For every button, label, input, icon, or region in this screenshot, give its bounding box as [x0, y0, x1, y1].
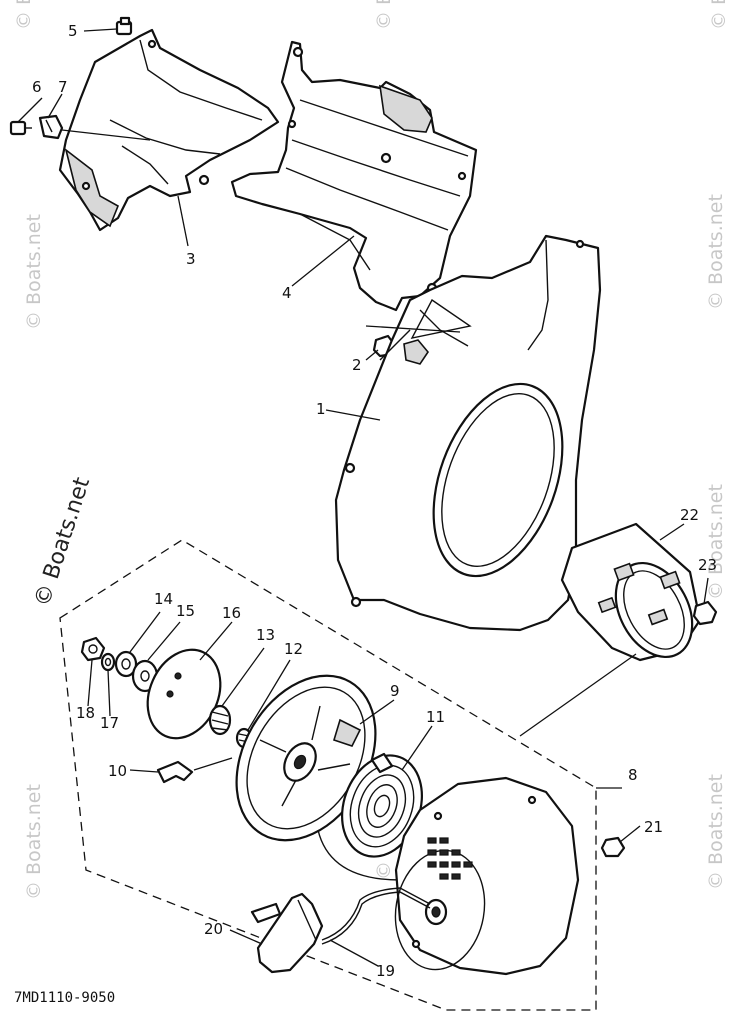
- assembly-boundary: [59, 539, 637, 1011]
- watermark: © Boats.net: [23, 784, 45, 900]
- part-10-pawl: [156, 757, 233, 784]
- watermark: © Boats.net: [23, 214, 45, 330]
- callout-3: 3: [186, 250, 196, 268]
- callout-7: 7: [58, 78, 68, 96]
- callout-17: 17: [100, 714, 119, 732]
- callout-15: 15: [176, 602, 195, 620]
- callout-1: 1: [316, 400, 326, 418]
- part-22-cup: [560, 522, 702, 662]
- part-6-screw: [9, 120, 32, 136]
- part-11-recoil-spring: [317, 752, 423, 881]
- callout-21: 21: [644, 818, 663, 836]
- part-3-cover: [58, 28, 280, 232]
- callout-14: 14: [154, 590, 173, 608]
- part-14-washer: [114, 650, 138, 678]
- callout-4: 4: [282, 284, 292, 302]
- watermark: © Boats.net: [708, 0, 730, 30]
- part-8-starter-case: [394, 776, 580, 976]
- callout-12: 12: [284, 640, 303, 658]
- callout-16: 16: [222, 604, 241, 622]
- callout-18: 18: [76, 704, 95, 722]
- watermark: © Boats.net: [13, 0, 35, 30]
- part-19-rope: [321, 887, 431, 945]
- callout-20: 20: [204, 920, 223, 938]
- part-21-bolt: [600, 836, 626, 858]
- part-20-handle: [250, 892, 324, 974]
- part-7-clip: [38, 114, 64, 140]
- part-4-shroud: [230, 40, 478, 312]
- callout-6: 6: [32, 78, 42, 96]
- callout-8: 8: [628, 766, 638, 784]
- callout-23: 23: [698, 556, 717, 574]
- watermark-large: © Boats.net: [30, 474, 95, 610]
- callout-19: 19: [376, 962, 395, 980]
- case-label-marks: [427, 837, 473, 880]
- callouts: 5 6 7 3 4 2 1 22 23 14 15 16 13 12 9 11 …: [32, 22, 717, 980]
- watermark: © Boats.net: [373, 0, 395, 30]
- drawing-code: 7MD1110-9050: [14, 990, 115, 1006]
- part-1-fan-housing: [334, 234, 602, 632]
- part-18-nut: [80, 636, 106, 662]
- leader-lines: [17, 28, 709, 967]
- watermark: © Boats.net: [705, 484, 727, 600]
- watermark: © Boats.net: [705, 194, 727, 310]
- watermark: © Boats.net: [705, 774, 727, 890]
- part-17-washer: [100, 652, 116, 672]
- part-13-spring: [208, 704, 232, 736]
- callout-5: 5: [68, 22, 78, 40]
- callout-13: 13: [256, 626, 275, 644]
- callout-9: 9: [390, 682, 400, 700]
- callout-11: 11: [426, 708, 445, 726]
- callout-22: 22: [680, 506, 699, 524]
- part-23-bolt: [692, 600, 718, 626]
- callout-10: 10: [108, 762, 127, 780]
- callout-2: 2: [352, 356, 362, 374]
- part-5-bolt: [115, 16, 133, 36]
